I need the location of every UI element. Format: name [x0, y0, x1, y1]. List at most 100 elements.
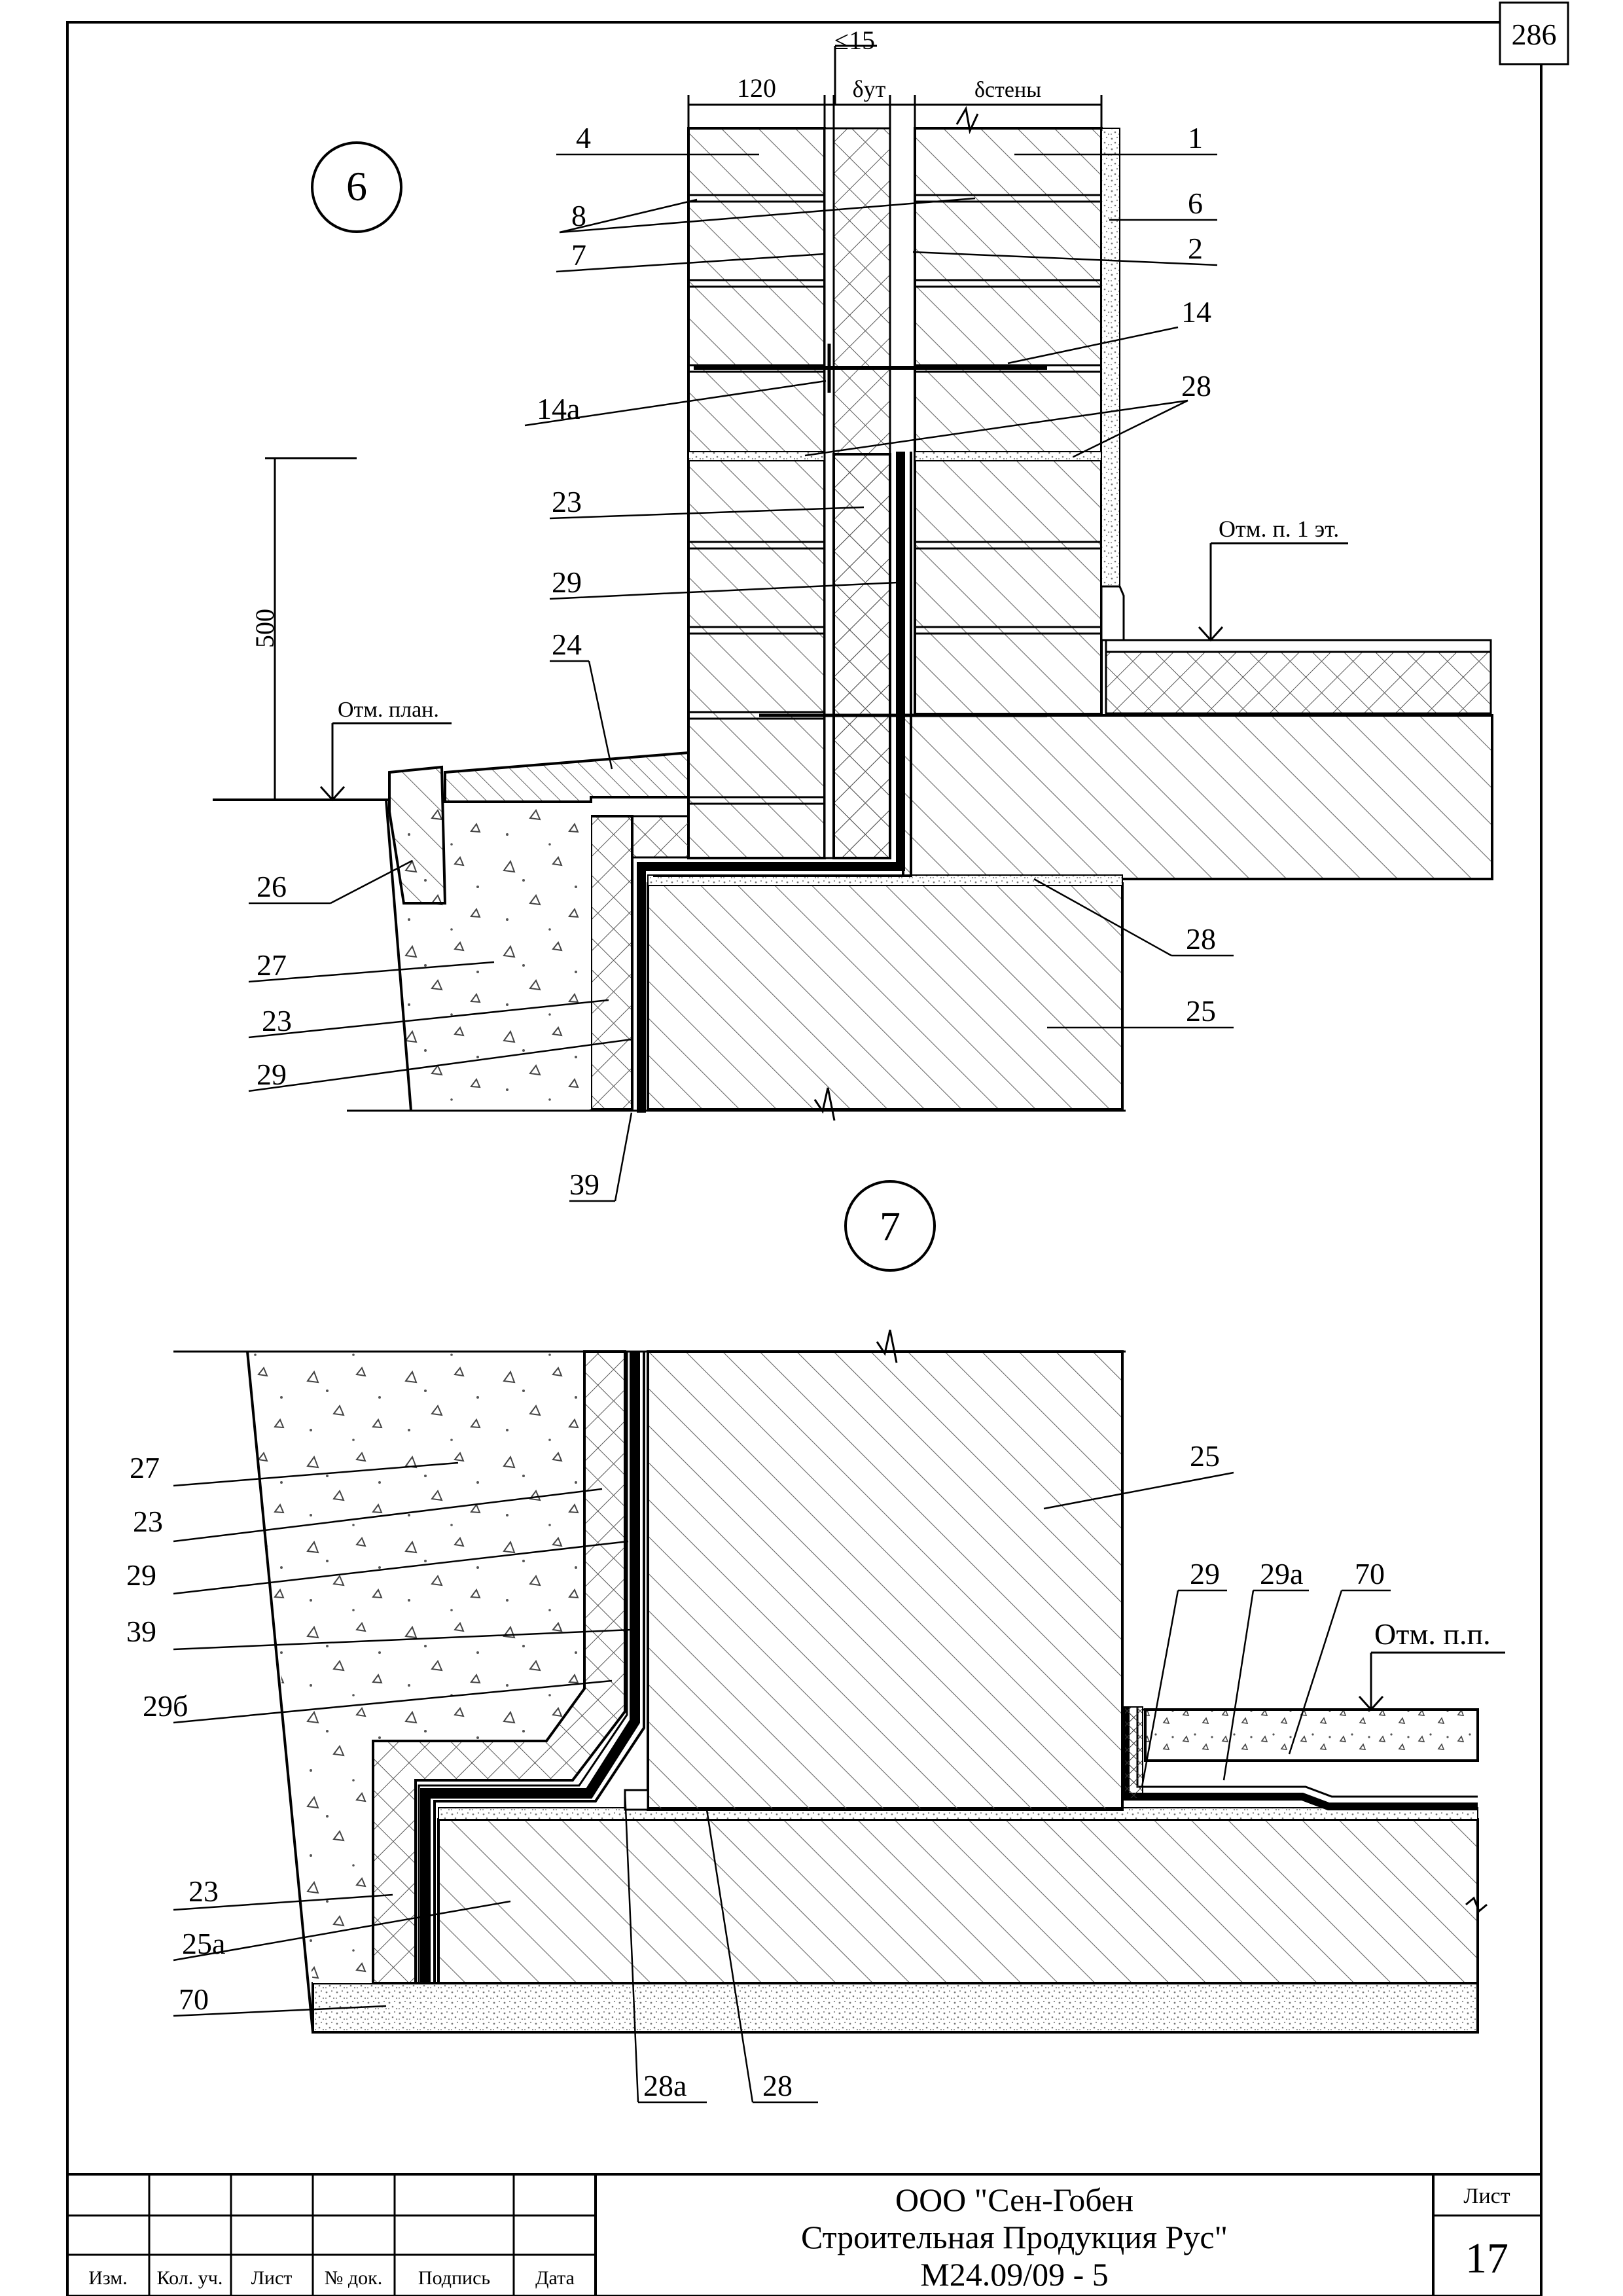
- callout-4: 4: [576, 121, 591, 154]
- break-mark-d7: [876, 1329, 898, 1363]
- dim-15: ≤15: [834, 26, 875, 55]
- callout-1: 1: [1188, 121, 1203, 154]
- sheet-frame: 286: [66, 1, 1569, 2296]
- curb-26: [388, 765, 447, 905]
- waterproofing-29: [637, 452, 905, 1113]
- plaster-sill: [1100, 585, 1125, 641]
- callout-24: 24: [552, 628, 582, 661]
- blind-area-24: [444, 751, 690, 803]
- waterproofing-29b-d7: [418, 1352, 628, 1983]
- callout-23-d7-upper: 23: [133, 1505, 163, 1538]
- waterproofing-29-d7: [420, 1352, 640, 1983]
- dimension-lines: [265, 45, 1103, 800]
- perimeter-insulation-23: [590, 815, 633, 1111]
- level-floor-label-d7: Отм. п.п.: [1374, 1617, 1491, 1651]
- callout-23-upper: 23: [552, 485, 582, 518]
- callout-6: 6: [1188, 187, 1203, 220]
- stamp-col-list: Лист: [251, 2267, 293, 2289]
- backfill-27-d7: [247, 1352, 591, 1983]
- callout-28a-d7: 28а: [643, 2069, 687, 2102]
- break-mark: [813, 1087, 836, 1121]
- bearing-wall: [914, 127, 1103, 715]
- foundation-block: [647, 882, 1124, 1111]
- sheet-number: 17: [1465, 2234, 1508, 2282]
- callout-8: 8: [571, 199, 586, 232]
- callout-29-lower: 29: [257, 1058, 287, 1091]
- foundation-wall-25: [647, 1350, 1124, 1811]
- company-line-2: Строительная Продукция Рус": [801, 2219, 1228, 2255]
- insulation-top-23: [631, 815, 690, 859]
- page-code: 286: [1512, 18, 1557, 51]
- level-ground-marker: [319, 722, 452, 802]
- stamp-col-no-dok: № док.: [325, 2267, 382, 2289]
- level-floor-marker-d7: [1358, 1651, 1505, 1712]
- level-floor-label: Отм. п. 1 эт.: [1219, 516, 1339, 542]
- detail-6: 6: [213, 26, 1493, 1202]
- stamp-col-data: Дата: [535, 2267, 575, 2289]
- detail-7-marker: [844, 1180, 936, 1272]
- detail-6-marker: [311, 141, 402, 233]
- fillet-28a: [624, 1789, 649, 1811]
- floor-screed: [1105, 639, 1492, 653]
- callout-23-lower: 23: [262, 1004, 292, 1037]
- stamp-col-izm: Изм.: [88, 2267, 128, 2289]
- callout-2: 2: [1188, 232, 1203, 265]
- title-block: Изм. Кол. уч. Лист № док. Подпись Дата О…: [67, 2173, 1541, 2296]
- leader-lines-6: [248, 153, 1234, 1202]
- callout-27-d7: 27: [130, 1451, 160, 1484]
- level-ground-label: Отм. план.: [338, 698, 439, 722]
- insulation-23-d7: [372, 1350, 626, 1984]
- callout-29b-d7: 29б: [143, 1689, 188, 1723]
- dim-wall-thickness: δстены: [974, 78, 1041, 102]
- waterproofing-29-inner: [653, 452, 912, 877]
- document-code: М24.09/09 - 5: [920, 2256, 1109, 2293]
- callout-28-upper: 28: [1181, 369, 1211, 403]
- dim-insulation-thickness: δут: [853, 76, 886, 102]
- callout-25-d7: 25: [1190, 1439, 1220, 1473]
- interior-plaster: [1101, 128, 1120, 587]
- waterproofing-39-d7: [433, 1352, 645, 1983]
- air-gap: [823, 127, 835, 859]
- slab-break-right-d7: [1465, 1896, 1488, 1913]
- callout-27: 27: [257, 948, 287, 982]
- brick-veneer: [687, 127, 826, 859]
- leader-lines-7: [173, 1462, 1391, 2104]
- callout-39: 39: [569, 1168, 599, 1201]
- dim-120: 120: [737, 73, 776, 103]
- callout-23-d7-lower: 23: [188, 1874, 219, 1908]
- callout-14: 14: [1181, 295, 1211, 329]
- detail-7: 7 Отм. п.п.: [126, 1180, 1505, 2104]
- level-floor-marker: [1198, 542, 1348, 642]
- sand-bed-70: [312, 1982, 1479, 2034]
- callout-26: 26: [257, 870, 287, 903]
- floor-slab: [902, 714, 1493, 880]
- detail-7-number: 7: [880, 1203, 901, 1249]
- excavation-slope-d7: [246, 1351, 314, 2033]
- callout-7: 7: [571, 238, 586, 272]
- callout-29-d7: 29: [126, 1558, 156, 1592]
- callout-25a-d7: 25а: [182, 1927, 225, 1960]
- dim-500: 500: [250, 609, 279, 648]
- detail-6-number: 6: [346, 163, 367, 209]
- callout-70-d7-right: 70: [1355, 1557, 1385, 1590]
- sheet-label: Лист: [1463, 2184, 1510, 2208]
- callout-29-upper: 29: [552, 565, 582, 599]
- callout-29a-d7: 29а: [1260, 1557, 1303, 1590]
- callout-28-lower: 28: [1186, 922, 1216, 956]
- insulation-lower-23: [832, 453, 891, 859]
- floor-edge-insulation: [1124, 1706, 1143, 1799]
- callout-39-d7: 39: [126, 1615, 156, 1648]
- stamp-col-kol-uch: Кол. уч.: [157, 2267, 223, 2289]
- stamp-col-podpis: Подпись: [418, 2267, 490, 2289]
- floor-concrete-70: [1144, 1708, 1479, 1762]
- foundation-slab-25a: [437, 1818, 1479, 1984]
- callout-25: 25: [1186, 994, 1216, 1028]
- callout-14a: 14а: [537, 392, 580, 425]
- excavation-slope: [385, 799, 412, 1111]
- callout-29-d7-right: 29: [1190, 1557, 1220, 1590]
- floor-insulation: [1105, 650, 1492, 715]
- callout-28-d7: 28: [762, 2069, 793, 2102]
- callout-70-d7-left: 70: [179, 1982, 209, 2016]
- company-line-1: ООО "Сен-Гобен: [895, 2181, 1133, 2218]
